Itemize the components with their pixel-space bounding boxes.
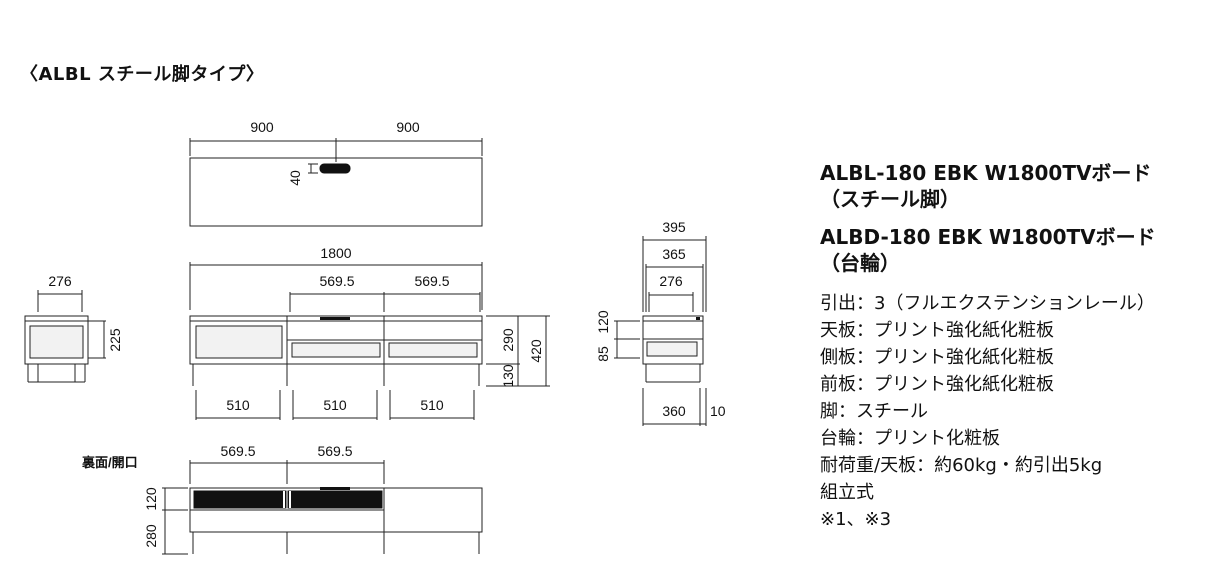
front-drawer-1 xyxy=(291,342,381,358)
left-side-body xyxy=(24,315,89,365)
dim-right-85: 85 xyxy=(595,346,611,362)
dim-front-510-2: 510 xyxy=(323,397,347,413)
dim-front-290: 290 xyxy=(500,328,516,352)
dim-back-280: 280 xyxy=(143,524,159,548)
spec-panel: ALBL-180 EBK W1800TVボード （スチール脚） ALBD-180… xyxy=(820,160,1220,533)
spec-load: 耐荷重/天板：約60kg・約引出5kg xyxy=(820,455,1103,476)
dim-front-420: 420 xyxy=(528,339,544,363)
spec-drawers: 引出：3（フルエクステンションレール） xyxy=(820,293,1155,314)
dim-back-120: 120 xyxy=(143,487,159,511)
dim-front-130: 130 xyxy=(500,364,516,388)
spec-assembly: 組立式 xyxy=(820,482,874,503)
spec-front-board: 前板：プリント強化紙化粧板 xyxy=(820,374,1054,395)
dim-back-569-right: 569.5 xyxy=(317,443,352,459)
spec-side-board: 側板：プリント強化紙化粧板 xyxy=(820,347,1054,368)
right-side-body xyxy=(642,315,704,365)
spec-list: 引出：3（フルエクステンションレール） 天板：プリント強化紙化粧板 側板：プリン… xyxy=(820,290,1220,533)
dim-front-569-left: 569.5 xyxy=(319,273,354,289)
dim-front-510-1: 510 xyxy=(226,397,250,413)
dim-right-365: 365 xyxy=(662,246,686,262)
dim-front-569-right: 569.5 xyxy=(414,273,449,289)
front-drawer-2 xyxy=(388,342,478,358)
product-1-name: ALBL-180 EBK W1800TVボード xyxy=(820,161,1152,185)
front-glass-door xyxy=(195,325,283,359)
back-view xyxy=(162,460,483,555)
dim-top-left-900: 900 xyxy=(250,119,274,135)
cable-hole xyxy=(319,163,351,174)
dim-left-225: 225 xyxy=(107,328,123,352)
spec-notes: ※1、※3 xyxy=(820,509,892,530)
right-side-view xyxy=(614,236,707,426)
dim-top-40: 40 xyxy=(287,170,303,186)
back-view-label: 裏面/開口 xyxy=(81,455,138,470)
product-1-title: ALBL-180 EBK W1800TVボード （スチール脚） xyxy=(820,160,1220,212)
product-2-subtitle: （台輪） xyxy=(820,251,900,275)
product-2-title: ALBD-180 EBK W1800TVボード （台輪） xyxy=(820,224,1220,276)
spec-legs: 脚：スチール xyxy=(820,401,928,422)
product-2-name: ALBD-180 EBK W1800TVボード xyxy=(820,225,1156,249)
spec-base: 台輪：プリント化粧板 xyxy=(820,428,1000,449)
dim-right-10: 10 xyxy=(710,403,726,419)
dim-front-510-3: 510 xyxy=(420,397,444,413)
dim-right-276: 276 xyxy=(659,273,683,289)
top-view xyxy=(189,138,483,227)
dim-back-569-left: 569.5 xyxy=(220,443,255,459)
dim-right-395: 395 xyxy=(662,219,686,235)
dim-front-1800: 1800 xyxy=(320,245,351,261)
furniture-diagram: 900 900 40 1800 569.5 569.5 290 420 130 … xyxy=(24,119,726,555)
front-view xyxy=(189,262,550,420)
back-opening-1 xyxy=(193,490,287,509)
left-side-view xyxy=(24,290,106,383)
back-opening-2 xyxy=(287,490,383,509)
dim-right-120: 120 xyxy=(595,310,611,334)
dim-right-360: 360 xyxy=(662,403,686,419)
product-1-subtitle: （スチール脚） xyxy=(820,187,960,211)
spec-top-board: 天板：プリント強化紙化粧板 xyxy=(820,320,1054,341)
dim-left-276: 276 xyxy=(48,273,72,289)
dim-top-right-900: 900 xyxy=(396,119,420,135)
page-title: 〈ALBL スチール脚タイプ〉 xyxy=(20,64,265,85)
